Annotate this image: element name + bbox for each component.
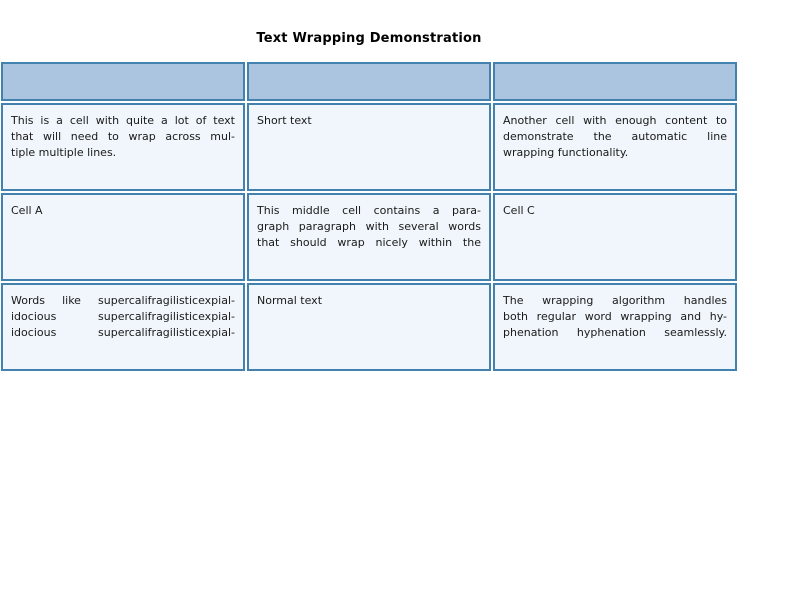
cell-line: Another cell with enough content to [503, 114, 727, 127]
header-cell [1, 62, 245, 101]
table-cell: This middle cell contains a para-graph p… [247, 193, 491, 281]
cell-line: demonstrate the automatic line [503, 130, 727, 143]
table-cell: Short text [247, 103, 491, 191]
cell-line: Short text [257, 114, 312, 127]
table-cell: The wrapping algorithm handles both regul… [493, 283, 737, 371]
cell-line: This middle cell contains a para- [257, 204, 481, 217]
cell-line: that will need to wrap across mul- [11, 130, 235, 143]
table-cell: Cell C [493, 193, 737, 281]
cell-line: tiple multiple lines. [11, 146, 117, 159]
header-cell [493, 62, 737, 101]
cell-line: idocious supercalifragilisticexpial- [11, 310, 235, 323]
table-cell: This is a cell with quite a lot of text t… [1, 103, 245, 191]
cell-line: Cell A [11, 204, 43, 217]
page-title: Text Wrapping Demonstration [256, 31, 482, 46]
cell-line: The wrapping algorithm handles [503, 294, 727, 307]
cell-line: idocious supercalifragilisticexpial- [11, 326, 235, 339]
cell-line: Cell C [503, 204, 535, 217]
cell-line: This is a cell with quite a lot of text [11, 114, 235, 127]
table-cell: Another cell with enough content to demon… [493, 103, 737, 191]
cell-line: wrapping functionality. [503, 146, 629, 159]
table-cell: Words like supercalifragilisticexpial-id… [1, 283, 245, 371]
cell-line: both regular word wrapping and hy- [503, 310, 727, 323]
table-cell: Normal text [247, 283, 491, 371]
table-cell: Cell A [1, 193, 245, 281]
cell-line: phenation hyphenation seamlessly. [503, 326, 727, 339]
cell-line: Normal text [257, 294, 323, 307]
cell-line: Words like supercalifragilisticexpial- [11, 294, 235, 307]
cell-line: graph paragraph with several words [257, 220, 481, 233]
cell-line: that should wrap nicely within the [257, 236, 481, 249]
demo-table: This is a cell with quite a lot of text t… [1, 62, 737, 371]
header-cell [247, 62, 491, 101]
